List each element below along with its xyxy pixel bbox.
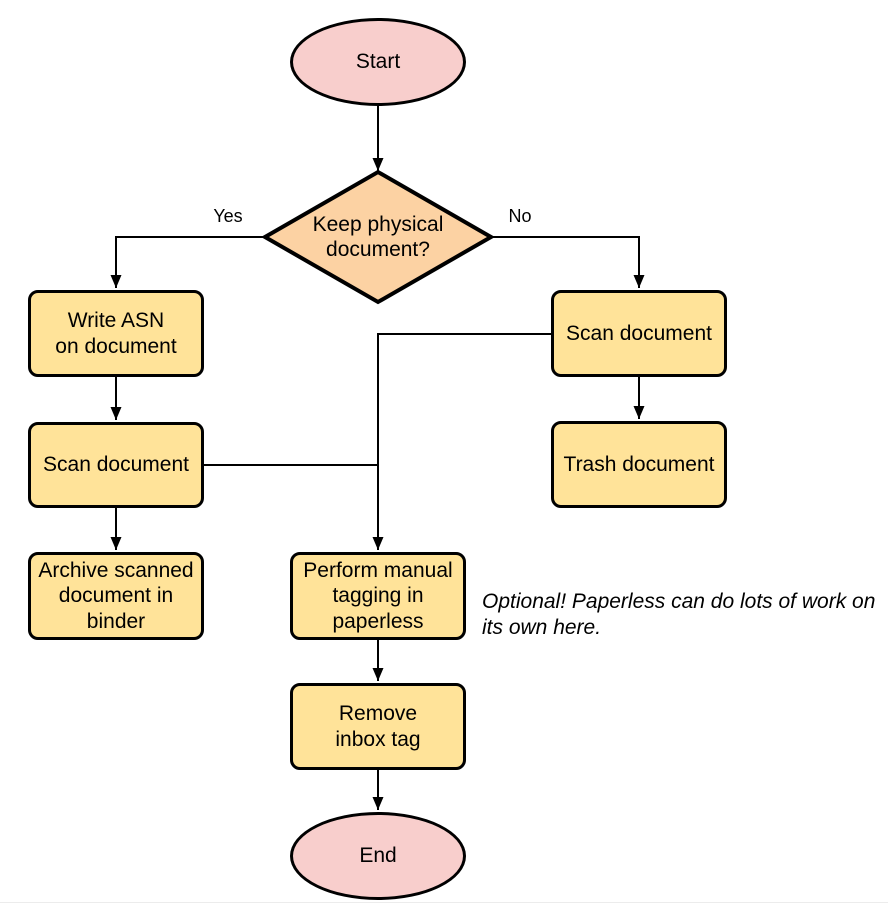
node-remove-inbox-tag-label: Remove inbox tag <box>335 702 421 751</box>
node-manual-tagging-label: Perform manual tagging in paperless <box>303 559 453 633</box>
node-trash-document-label: Trash document <box>563 452 715 476</box>
node-trash-document: Trash document <box>551 421 727 508</box>
node-write-asn: Write ASN on document <box>28 290 204 377</box>
node-remove-inbox-tag: Remove inbox tag <box>290 683 466 770</box>
edge-decision-yes <box>110 236 265 288</box>
node-decision-label: Keep physical document? <box>312 212 444 261</box>
node-end-label: End <box>359 844 397 868</box>
edge-decision-no <box>491 236 645 288</box>
decision-diamond-shape <box>260 169 496 305</box>
canvas-bottom-edge <box>0 902 888 903</box>
node-write-asn-label: Write ASN on document <box>55 309 177 358</box>
node-scan-document-left: Scan document <box>28 422 204 508</box>
node-end: End <box>290 812 466 900</box>
node-archive-in-binder: Archive scanned document in binder <box>28 552 204 640</box>
node-start: Start <box>290 18 466 106</box>
edge-label-yes: Yes <box>213 206 243 226</box>
node-scan-document-left-label: Scan document <box>43 453 189 477</box>
edge-label-no: No <box>508 206 532 226</box>
node-decision: Keep physical document? <box>278 200 478 274</box>
node-start-label: Start <box>355 50 401 74</box>
node-scan-document-right-label: Scan document <box>566 321 712 345</box>
node-manual-tagging: Perform manual tagging in paperless <box>290 552 466 640</box>
node-scan-document-right: Scan document <box>551 290 727 377</box>
edge-scanright-to-tagging <box>372 333 551 550</box>
node-archive-in-binder-label: Archive scanned document in binder <box>38 559 194 633</box>
optional-note: Optional! Paperless can do lots of work … <box>482 590 876 640</box>
